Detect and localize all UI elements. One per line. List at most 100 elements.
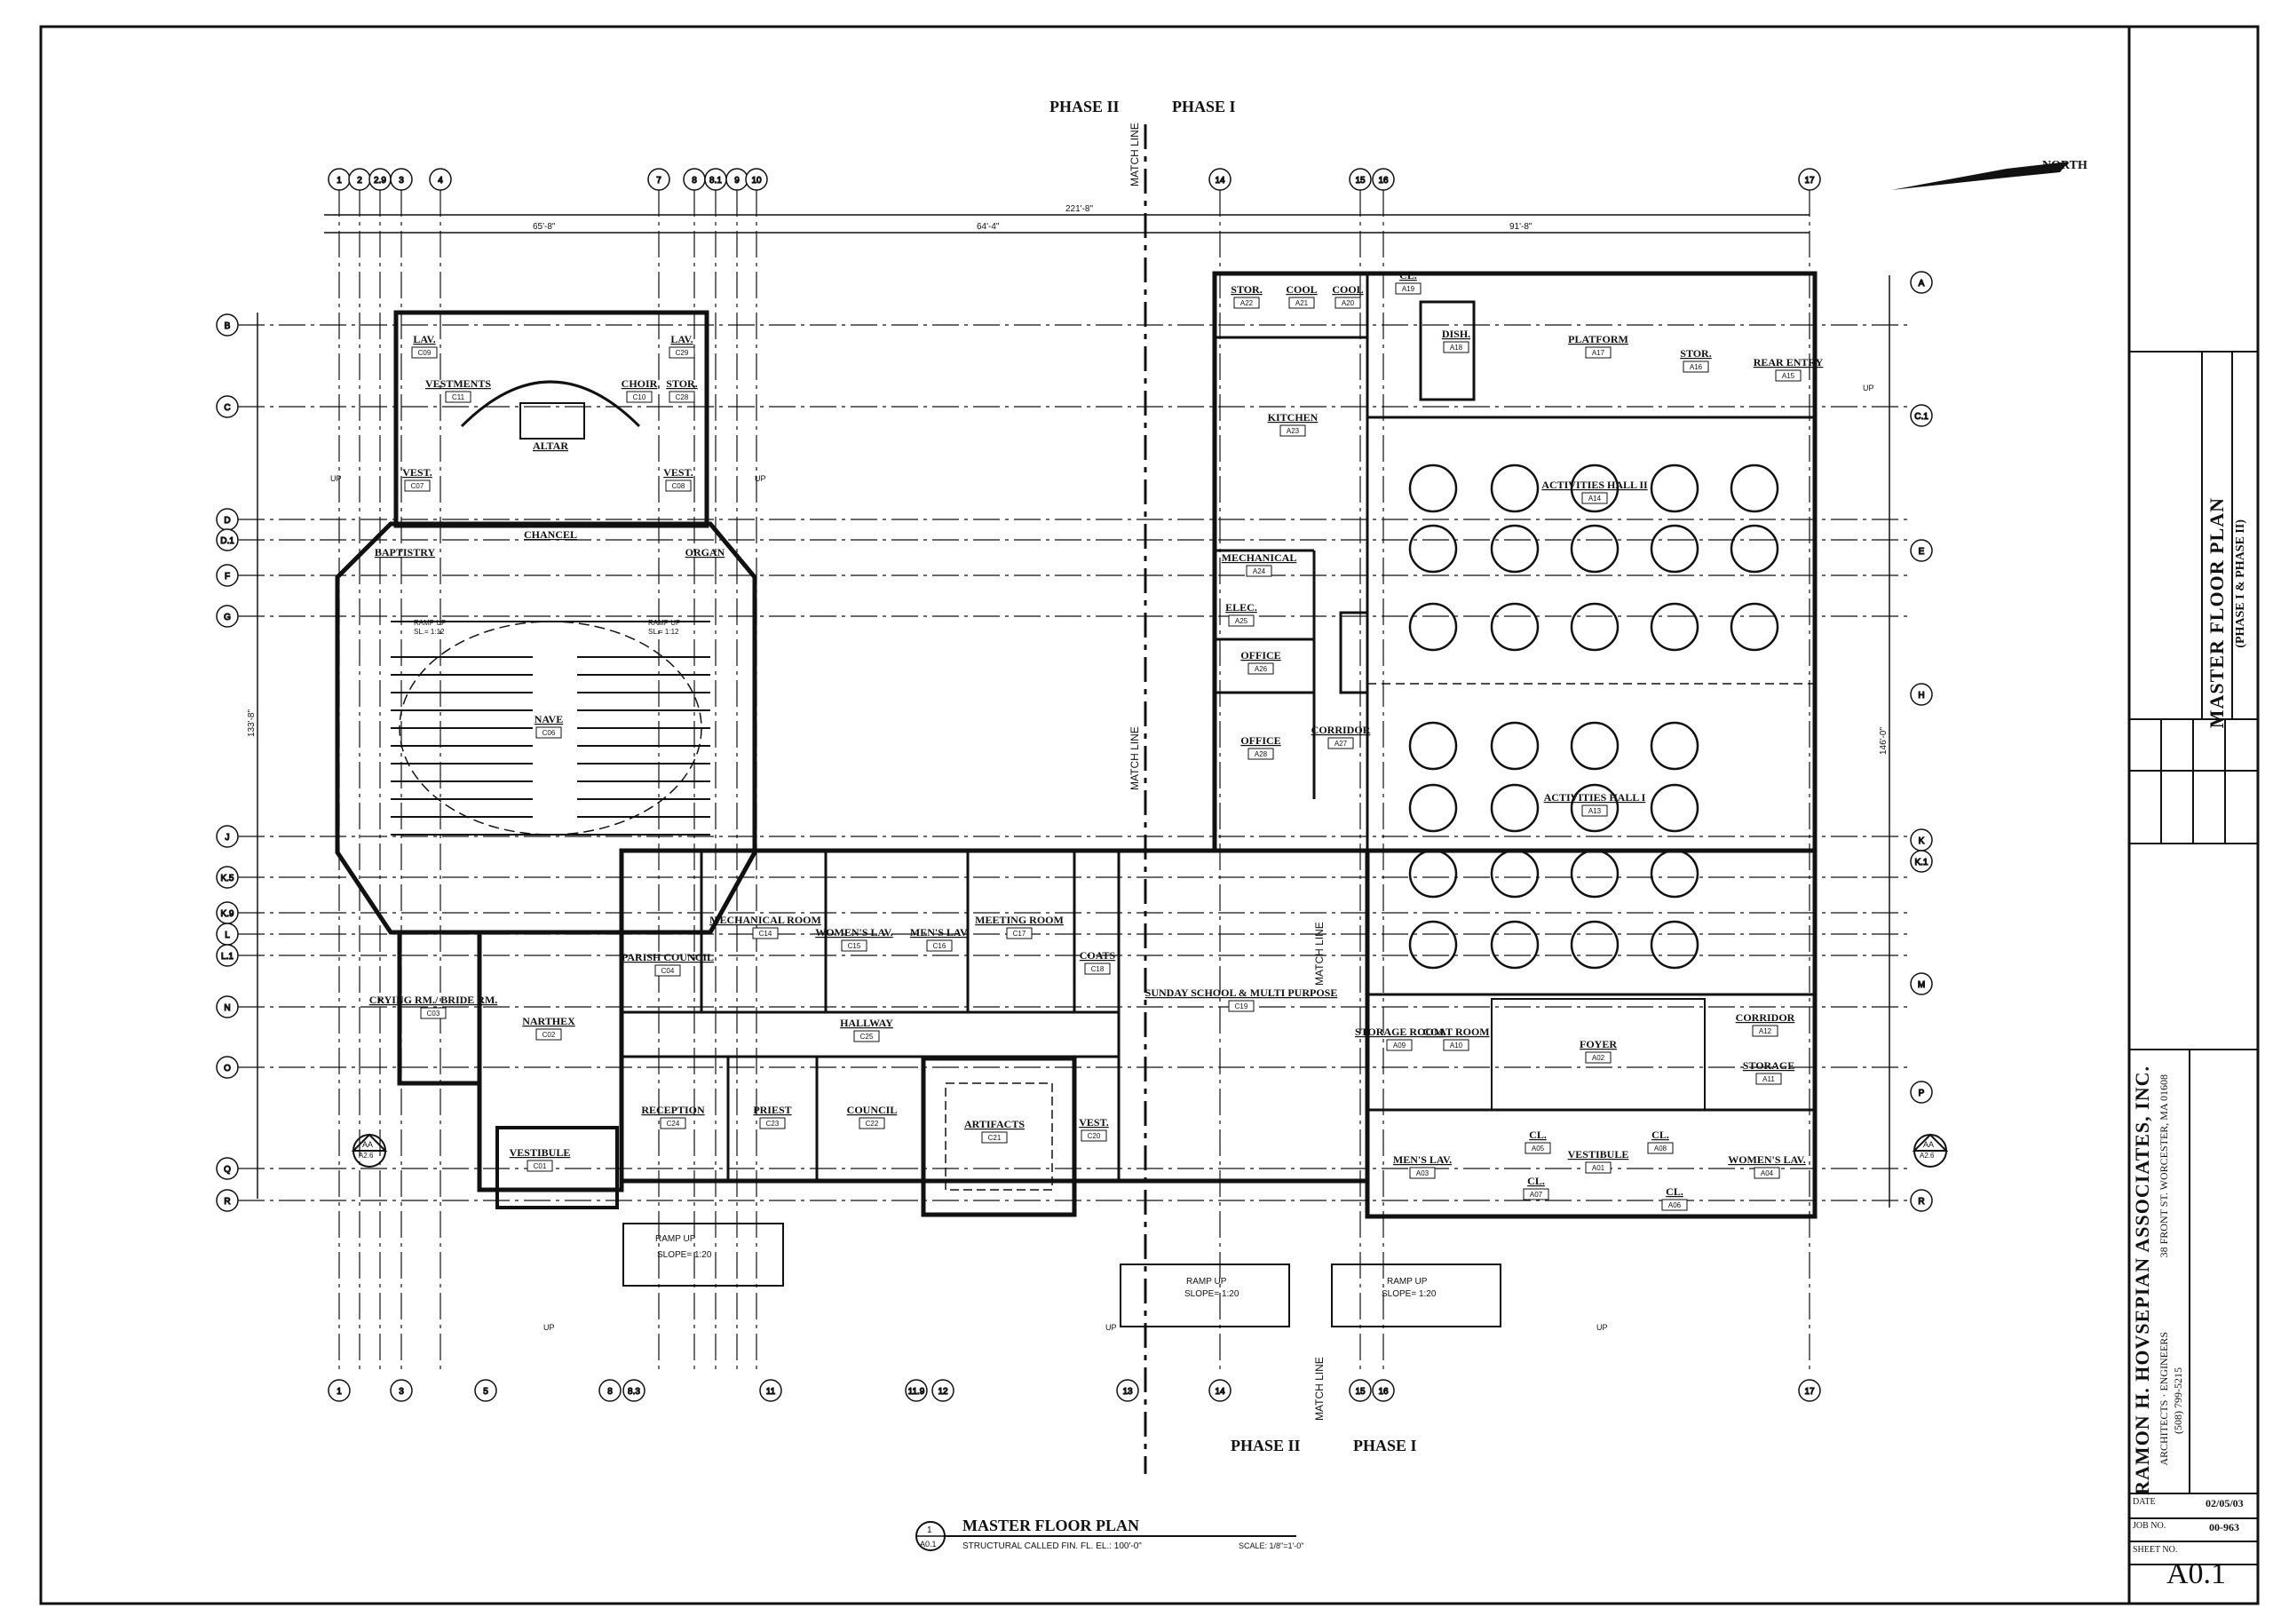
grid-bubble-label: 5 bbox=[483, 1387, 488, 1397]
room-tag: A17 bbox=[1592, 349, 1605, 357]
room-name: PRIEST bbox=[753, 1104, 791, 1116]
drawing-scale: SCALE: 1/8"=1'-0" bbox=[1239, 1541, 1303, 1550]
sheet-label: SHEET NO. bbox=[2133, 1545, 2178, 1555]
grid-bubble-left: N bbox=[216, 995, 239, 1018]
grid-bubble-left: Q bbox=[216, 1157, 239, 1180]
grid-bubble-label: Q bbox=[224, 1165, 231, 1175]
room-label: CL.A19 bbox=[1395, 269, 1422, 295]
grid-bubble-bottom: 12 bbox=[931, 1379, 954, 1402]
room-tag-box bbox=[853, 1030, 880, 1042]
grid-bubble-label: 14 bbox=[1215, 176, 1225, 186]
grid-bubble-label: D.1 bbox=[220, 536, 234, 546]
room-tag-box bbox=[981, 1131, 1008, 1144]
room-tag-box bbox=[1585, 346, 1612, 359]
room-name: COATS bbox=[1080, 949, 1116, 962]
grid-bubble-right: A bbox=[1910, 271, 1933, 294]
room-tag: C16 bbox=[933, 942, 946, 950]
grid-bubble-label: O bbox=[224, 1064, 231, 1073]
room-tag-box bbox=[1409, 1167, 1436, 1179]
room-label: CL.A07 bbox=[1523, 1175, 1549, 1200]
section-marker-east: AA A2.6 bbox=[1912, 1133, 1949, 1168]
round-table bbox=[1650, 920, 1699, 970]
room-tag: C29 bbox=[676, 349, 689, 357]
room-name: CL. bbox=[1529, 1129, 1547, 1141]
grid-bubble-label: 8.3 bbox=[628, 1387, 640, 1397]
drawing-subtitle: STRUCTURAL CALLED FIN. FL. EL.: 100'-0" bbox=[962, 1541, 1142, 1551]
room-tag: A09 bbox=[1393, 1042, 1406, 1050]
room-label: CL.A06 bbox=[1661, 1185, 1688, 1211]
match-line-label-mid: MATCH LINE bbox=[1129, 726, 1141, 790]
room-tag: A15 bbox=[1782, 372, 1795, 380]
room-tag-box bbox=[1395, 282, 1422, 295]
grid-bubble-left: O bbox=[216, 1056, 239, 1079]
phase-label-bottom-left: PHASE II bbox=[1231, 1437, 1301, 1454]
room-tag: C21 bbox=[988, 1134, 1002, 1142]
grid-bubble-label: H bbox=[1918, 691, 1924, 701]
room-tag: A07 bbox=[1530, 1191, 1543, 1199]
room-name: ALTAR bbox=[533, 440, 568, 452]
round-table bbox=[1650, 783, 1699, 833]
grid-bubble-top: 7 bbox=[647, 168, 670, 191]
grid-bubble-top: 8 bbox=[683, 168, 706, 191]
room-tag-box bbox=[404, 479, 431, 492]
room-name: VEST. bbox=[663, 466, 693, 479]
firm-line2: ARCHITECTS · ENGINEERS bbox=[2158, 1332, 2170, 1466]
room-tag: A26 bbox=[1255, 665, 1268, 673]
room-name: BAPTISTRY bbox=[375, 546, 436, 558]
grid-bubble-label: A bbox=[1919, 279, 1925, 289]
room-tag: A05 bbox=[1532, 1145, 1545, 1153]
room-label: STOR.A16 bbox=[1680, 347, 1712, 373]
room-name: VEST. bbox=[402, 466, 432, 479]
room-name: VESTMENTS bbox=[425, 377, 491, 390]
room-tag: C09 bbox=[418, 349, 432, 357]
grid-bubble-label: M bbox=[1918, 980, 1925, 990]
room-tag: C17 bbox=[1013, 930, 1026, 938]
grid-bubble-label: 15 bbox=[1355, 1387, 1366, 1397]
room-tag: A16 bbox=[1690, 363, 1703, 371]
grid-bubble-label: K.1 bbox=[1914, 858, 1928, 867]
grid-bubble-left: L bbox=[216, 923, 239, 946]
room-tag: C18 bbox=[1091, 965, 1105, 973]
room-tag-box bbox=[859, 1117, 885, 1129]
grid-bubble-label: 16 bbox=[1378, 176, 1389, 186]
room-label: DISH.A18 bbox=[1442, 328, 1470, 353]
firm-address: 38 FRONT ST. WORCESTER, MA 01608 bbox=[2158, 1074, 2170, 1258]
grid-bubble-label: P bbox=[1919, 1089, 1925, 1098]
room-name: LAV. bbox=[670, 333, 693, 345]
room-name: VESTIBULE bbox=[1568, 1148, 1629, 1161]
job-value: 00-963 bbox=[2209, 1521, 2239, 1533]
room-tag: C15 bbox=[848, 942, 861, 950]
room-tag: C28 bbox=[676, 393, 689, 401]
round-table bbox=[1570, 524, 1620, 574]
grid-bubble-label: 1 bbox=[337, 1387, 342, 1397]
grid-bubble-label: J bbox=[226, 833, 230, 843]
room-tag-box bbox=[1288, 297, 1315, 309]
round-table bbox=[1650, 463, 1699, 513]
room-tag-box bbox=[660, 1117, 686, 1129]
room-name: COOL bbox=[1332, 283, 1363, 296]
grid-bubble-label: 3 bbox=[399, 176, 404, 186]
grid-bubble-label: K.9 bbox=[220, 909, 234, 919]
room-tag-box bbox=[1585, 1051, 1612, 1064]
grid-bubble-label: 11 bbox=[766, 1387, 776, 1397]
round-table bbox=[1570, 463, 1620, 513]
room-label: LAV.C09 bbox=[411, 333, 438, 359]
room-tag-box bbox=[1386, 1039, 1413, 1051]
grid-bubble-label: 4 bbox=[438, 176, 443, 186]
room-name: ORGAN bbox=[685, 546, 725, 558]
room-tag: C02 bbox=[543, 1031, 556, 1039]
room-label: STOR.A22 bbox=[1231, 283, 1263, 309]
room-label: MEN'S LAV.C16 bbox=[910, 926, 969, 952]
round-table bbox=[1408, 920, 1458, 970]
room-tag-box bbox=[841, 939, 867, 952]
room-tag: A01 bbox=[1592, 1164, 1605, 1172]
room-tag: C01 bbox=[534, 1162, 547, 1170]
grid-bubble-top: 4 bbox=[429, 168, 452, 191]
